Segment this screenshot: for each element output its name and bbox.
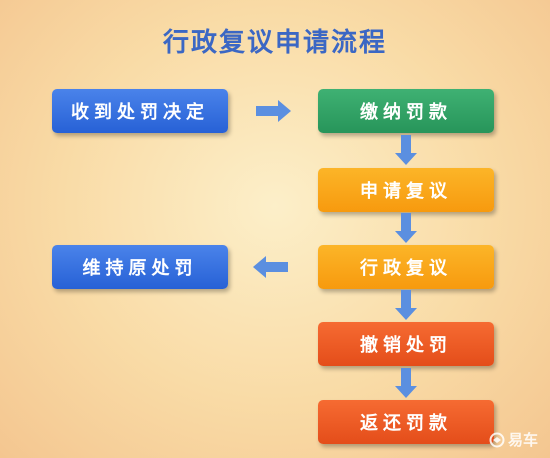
node-apply-review: 申请复议 (318, 168, 494, 212)
arrow-down-icon (395, 135, 417, 165)
arrow-left-icon (253, 256, 288, 278)
node-revoke-penalty: 撤销处罚 (318, 322, 494, 366)
arrow-down-icon (395, 368, 417, 398)
arrow-down-icon (395, 213, 417, 243)
node-admin-review: 行政复议 (318, 245, 494, 289)
arrow-right-icon (256, 100, 291, 122)
node-pay-fine: 缴纳罚款 (318, 89, 494, 133)
diagram-title: 行政复议申请流程 (162, 28, 387, 58)
node-maintain-penalty: 维持原处罚 (52, 245, 228, 289)
watermark-text: 易车 (507, 431, 538, 449)
node-receive-decision: 收到处罚决定 (52, 89, 228, 133)
arrow-down-icon (395, 290, 417, 320)
yiche-logo-icon (489, 432, 505, 447)
node-refund-fine: 返还罚款 (318, 400, 494, 444)
watermark: 易车 (489, 429, 538, 450)
